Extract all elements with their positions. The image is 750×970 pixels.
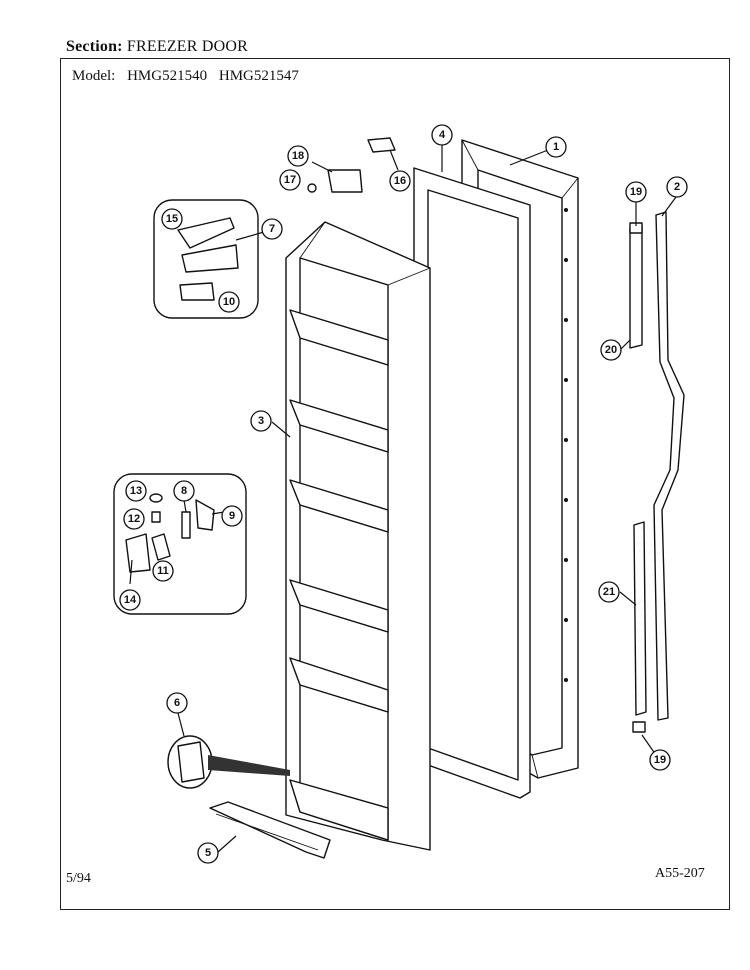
inset-hinge-group-top: [153, 199, 259, 319]
door-handle-trim: [653, 211, 685, 721]
callout-1: 1: [545, 136, 567, 158]
callout-19-upper: 19: [625, 181, 647, 203]
door-gasket: [413, 167, 531, 799]
callout-16: 16: [389, 170, 411, 192]
callout-4: 4: [431, 124, 453, 146]
callout-2: 2: [666, 176, 688, 198]
svg-text:8: 8: [181, 485, 187, 497]
callout-11: 11: [152, 560, 174, 582]
bottom-trim: [209, 801, 331, 859]
callout-8: 8: [173, 480, 195, 502]
diagram-frame: [60, 58, 730, 910]
callout-14: 14: [119, 589, 141, 611]
footer-date: 5/94: [66, 871, 91, 886]
section-value: FREEZER DOOR: [126, 38, 248, 55]
svg-text:13: 13: [130, 485, 142, 497]
callout-18: 18: [287, 145, 309, 167]
footer-page-code: A55-207: [655, 866, 705, 881]
callout-3: 3: [250, 410, 272, 432]
model-line: Model: HMG521540 HMG521547: [72, 68, 307, 85]
svg-text:6: 6: [174, 697, 180, 709]
svg-text:19: 19: [654, 754, 666, 766]
callout-6: 6: [166, 692, 188, 714]
inset-hinge-group-middle: [113, 473, 247, 615]
section-title: Section: FREEZER DOOR: [66, 38, 248, 56]
svg-text:5: 5: [205, 847, 211, 859]
svg-text:14: 14: [124, 594, 137, 606]
model-number-2: HMG521547: [218, 68, 299, 84]
svg-text:15: 15: [166, 213, 178, 225]
callout-19-lower: 19: [649, 749, 671, 771]
callout-15: 15: [161, 208, 183, 230]
svg-text:12: 12: [128, 513, 140, 525]
callout-20: 20: [600, 339, 622, 361]
callout-5: 5: [197, 842, 219, 864]
inner-door-liner: [285, 221, 431, 851]
svg-text:10: 10: [223, 296, 235, 308]
svg-text:4: 4: [439, 129, 446, 141]
svg-text:1: 1: [553, 141, 559, 153]
callout-9: 9: [221, 505, 243, 527]
model-label: Model:: [72, 68, 116, 84]
lower-handle-rod: [632, 521, 647, 733]
section-label: Section:: [66, 38, 123, 55]
svg-text:11: 11: [157, 565, 169, 577]
svg-text:3: 3: [258, 415, 264, 427]
svg-text:21: 21: [603, 586, 615, 598]
callout-7: 7: [261, 218, 283, 240]
top-hinge-bracket: [307, 137, 396, 193]
callout-21: 21: [598, 581, 620, 603]
svg-text:18: 18: [292, 150, 304, 162]
upper-handle-rod: [629, 222, 643, 349]
model-number-1: HMG521540: [127, 68, 208, 84]
callout-10: 10: [218, 291, 240, 313]
svg-text:9: 9: [229, 510, 235, 522]
inset-door-stop: [167, 735, 290, 789]
svg-text:20: 20: [605, 344, 617, 356]
svg-text:17: 17: [284, 174, 296, 186]
svg-text:19: 19: [630, 186, 642, 198]
svg-text:16: 16: [394, 175, 406, 187]
callout-17: 17: [279, 169, 301, 191]
svg-text:2: 2: [674, 181, 680, 193]
callout-13: 13: [125, 480, 147, 502]
callout-12: 12: [123, 508, 145, 530]
svg-text:7: 7: [269, 223, 275, 235]
